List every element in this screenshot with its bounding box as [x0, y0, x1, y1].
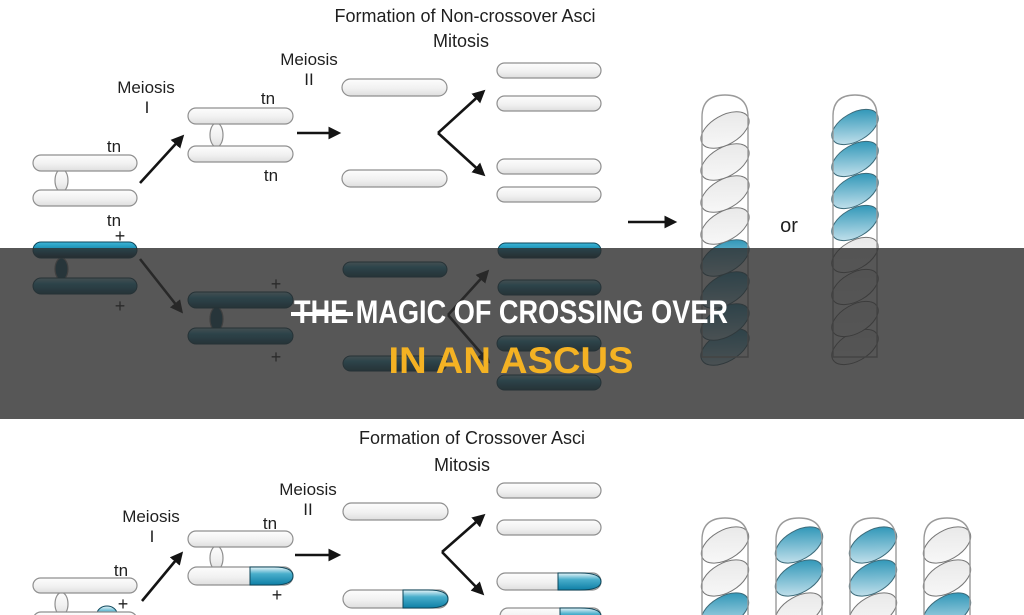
banner: THE MAGIC OF CROSSING OVER IN AN ASCUS [0, 248, 1024, 419]
chromosome-pair-tn: tn tn + [32, 137, 138, 246]
teal-segment [402, 589, 449, 609]
plus-label: + [272, 585, 283, 605]
ascus-tube [849, 517, 897, 615]
chromatid-white [34, 611, 136, 615]
bottom-meiosis1-numeral: I [150, 527, 155, 546]
centromere [209, 122, 224, 148]
mitosis-recombinant-2 [499, 607, 602, 615]
centromere [54, 168, 69, 193]
teal-segment [559, 607, 602, 615]
tn-label: tn [114, 561, 128, 580]
ascus-tube [832, 94, 878, 358]
mitosis-white-1 [496, 62, 602, 79]
ascus-tube [923, 517, 971, 615]
arrow-mitosis-bottom-up [441, 513, 486, 553]
chromatid-white [32, 577, 138, 594]
ascus-crossover-1 [700, 517, 750, 615]
meiosis2-white [342, 502, 449, 521]
arrow-meiosis1-bottom [140, 551, 184, 602]
mitosis-white-2 [496, 519, 602, 536]
top-meiosis1-numeral: I [145, 98, 150, 117]
chromatid-white [187, 145, 294, 163]
arrow-mitosis-bottom-down [441, 551, 485, 596]
top-meiosis1-word: Meiosis [117, 78, 175, 97]
banner-overlay [0, 248, 1024, 419]
ascus-crossover-3 [848, 517, 898, 615]
chromatid-white [187, 530, 294, 548]
or-label: or [780, 215, 798, 237]
tn-label: tn [107, 211, 121, 230]
arrow-meiosis1-up [139, 134, 185, 184]
banner-title-line2: IN AN ASCUS [389, 340, 634, 381]
mitosis-white-4 [496, 186, 602, 203]
ascus-tube [701, 94, 749, 358]
top-meiosis2-numeral: II [304, 70, 313, 89]
chromatid-white [32, 189, 138, 207]
bottom-meiosis2-word: Meiosis [279, 480, 337, 499]
mitosis-white-2 [496, 95, 602, 112]
tn-label: tn [107, 137, 121, 156]
tn-label: tn [261, 89, 275, 108]
top-meiosis2-word: Meiosis [280, 50, 338, 69]
teal-segment [249, 566, 294, 586]
mitosis-white-1 [496, 482, 602, 499]
bottom-meiosis2-numeral: II [303, 500, 312, 519]
tn-label: tn [263, 514, 277, 533]
chromatid-white [32, 154, 138, 172]
bottom-diagram: Formation of Crossover Asci Mitosis Meio… [32, 428, 972, 615]
mitosis-white-3 [496, 158, 602, 175]
plus-label: + [118, 594, 129, 614]
meiosis2-white-1 [341, 78, 448, 97]
mitosis-recombinant-1 [496, 572, 602, 591]
meiosis1-product-crossover: tn + [187, 514, 294, 605]
top-title: Formation of Non-crossover Asci [334, 6, 595, 26]
ascus-tube [775, 517, 823, 615]
meiosis2-white-2 [341, 169, 448, 188]
tn-label: tn [264, 166, 278, 185]
bottom-mitosis-label: Mitosis [434, 455, 490, 475]
ascus-crossover-4 [922, 517, 972, 615]
bottom-meiosis1-word: Meiosis [122, 507, 180, 526]
bottom-title: Formation of Crossover Asci [359, 428, 585, 448]
ascus-crossover-2 [774, 517, 824, 615]
chromosome-pair-tn-bottom: tn + [32, 561, 138, 615]
meiosis2-recombinant [342, 589, 449, 609]
arrow-mitosis-white-down [437, 132, 486, 177]
banner-title-line1: THE MAGIC OF CROSSING OVER [294, 294, 728, 330]
teal-segment [557, 572, 602, 591]
plus-label: + [115, 226, 126, 246]
banner-title-dash [291, 312, 353, 316]
chromatid-white [187, 107, 294, 125]
top-mitosis-label: Mitosis [433, 31, 489, 51]
ascus-tube [701, 517, 749, 615]
arrow-mitosis-white-up [437, 89, 486, 134]
meiosis1-product-white: tn tn [187, 89, 294, 185]
